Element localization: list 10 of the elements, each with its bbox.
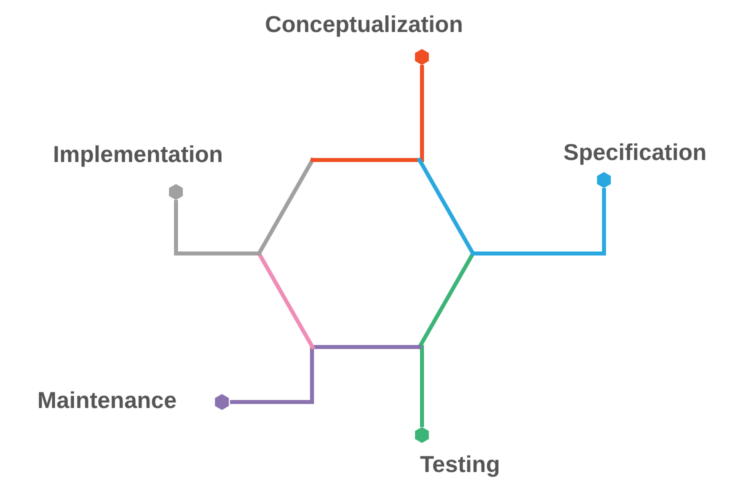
leader-line — [419, 65, 424, 162]
stage-label: Maintenance — [36, 386, 178, 414]
stage-label: Conceptualization — [264, 10, 464, 38]
stage-label: Implementation — [52, 140, 224, 168]
leader-line — [230, 347, 314, 404]
leader-line — [174, 200, 258, 256]
leader-line — [419, 345, 424, 427]
stage-label: Testing — [418, 450, 502, 478]
leader-line — [472, 188, 606, 256]
stage-label: Specification — [562, 138, 708, 166]
